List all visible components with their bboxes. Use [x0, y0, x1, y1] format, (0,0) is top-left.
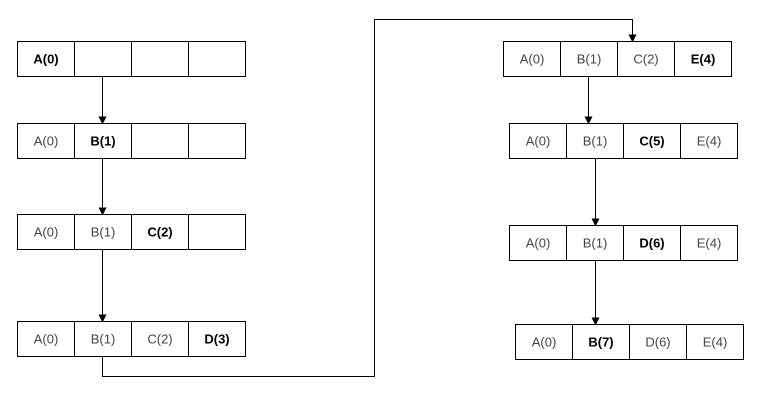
array-cell: [131, 123, 189, 159]
arrow-left-4-to-right-1: [102, 19, 637, 377]
array-cell-label: B(1): [577, 52, 602, 67]
array-cell: [17, 123, 75, 159]
array-cell-label: C(2): [147, 332, 172, 347]
array-row-right-2: A(0) B(1) C(5) E(4): [509, 123, 738, 159]
array-cell-label: B(1): [90, 134, 115, 149]
array-cell-label: B(1): [91, 225, 116, 240]
array-cell: [572, 324, 630, 360]
array-row-right-4: A(0) B(7) D(6) E(4): [515, 324, 744, 360]
array-cell-label: C(2): [633, 52, 658, 67]
array-rows: A(0) A(0) B(1) A(0) B(1) C(2) A(0) B(1) C(2) D(3)…: [17, 41, 744, 360]
array-cell: [188, 321, 246, 357]
array-cell-label: B(1): [583, 236, 608, 251]
array-cell: [680, 225, 738, 261]
array-cell: [188, 214, 246, 250]
array-cell-label: C(2): [147, 225, 172, 240]
array-cell: [131, 41, 189, 77]
array-cell: [680, 123, 738, 159]
array-cell-label: A(0): [34, 225, 59, 240]
array-cell-label: B(1): [583, 134, 608, 149]
array-row-left-3: A(0) B(1) C(2): [17, 214, 246, 250]
array-cell-label: A(0): [526, 236, 551, 251]
array-cell-label: E(4): [691, 52, 716, 67]
array-cell: [74, 41, 132, 77]
array-cell: [617, 41, 675, 77]
array-cell: [566, 123, 624, 159]
array-row-left-2: A(0) B(1): [17, 123, 246, 159]
array-cell-label: E(4): [697, 236, 722, 251]
array-cell-label: A(0): [33, 52, 58, 67]
array-cell-label: A(0): [532, 335, 557, 350]
array-row-right-3: A(0) B(1) D(6) E(4): [509, 225, 738, 261]
array-cell: [566, 225, 624, 261]
array-cell: [629, 324, 687, 360]
array-cell-label: A(0): [526, 134, 551, 149]
array-cell: [74, 123, 132, 159]
array-cell-label: B(7): [588, 335, 613, 350]
array-cell: [623, 123, 681, 159]
array-row-right-1: A(0) B(1) C(2) E(4): [503, 41, 732, 77]
array-cell-label: D(6): [645, 335, 670, 350]
array-cell: [17, 214, 75, 250]
array-cell-label: B(1): [91, 332, 116, 347]
array-cell-label: A(0): [520, 52, 545, 67]
array-cell: [503, 41, 561, 77]
array-cell: [509, 225, 567, 261]
array-cell: [131, 214, 189, 250]
array-cell: [17, 41, 75, 77]
array-row-left-4: A(0) B(1) C(2) D(3): [17, 321, 246, 357]
array-cell-label: E(4): [703, 335, 728, 350]
array-cell-label: D(3): [204, 332, 229, 347]
array-cell-label: D(6): [639, 236, 664, 251]
array-cell: [131, 321, 189, 357]
array-cell-label: A(0): [34, 134, 59, 149]
array-cell: [623, 225, 681, 261]
array-cell: [686, 324, 744, 360]
connector-layer: [98, 19, 637, 377]
array-cell-label: E(4): [697, 134, 722, 149]
array-cell: [515, 324, 573, 360]
array-cell: [188, 41, 246, 77]
array-cell: [74, 214, 132, 250]
array-row-left-1: A(0): [17, 41, 246, 77]
array-cell-label: C(5): [639, 134, 664, 149]
array-cell: [674, 41, 732, 77]
array-cell: [188, 123, 246, 159]
array-cell-label: A(0): [34, 332, 59, 347]
